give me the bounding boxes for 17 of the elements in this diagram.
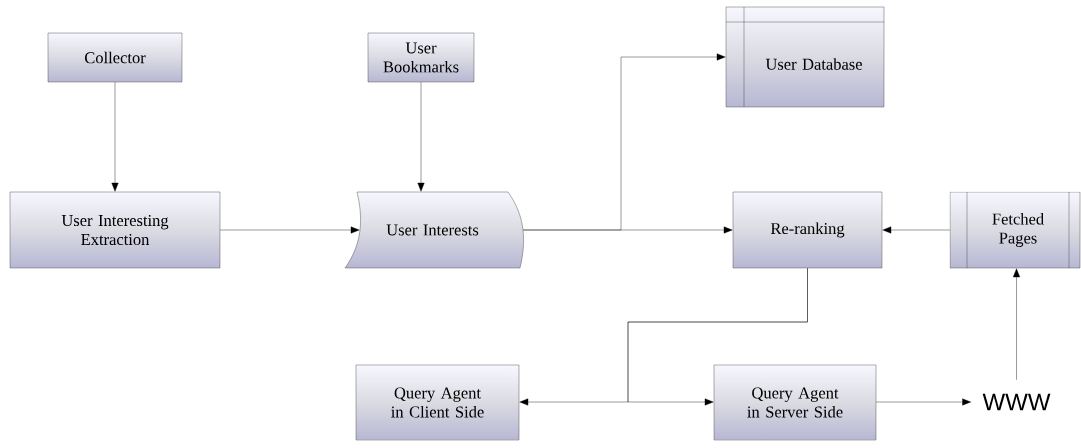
arrow [417, 82, 425, 192]
process-box: Query Agent in Server Side [713, 364, 877, 441]
www-label: WWW [982, 393, 1051, 411]
process-box: Query Agent in Client Side [355, 364, 520, 441]
arrow [627, 268, 808, 406]
arrow [111, 82, 119, 192]
arrow [523, 226, 733, 234]
process-box: Collector [47, 32, 183, 83]
process-box: User Bookmarks [367, 32, 475, 83]
arrow [1013, 268, 1020, 380]
arrow [220, 226, 360, 234]
arrow [876, 398, 971, 406]
arrow [882, 226, 950, 234]
process-box: Re-ranking [732, 191, 883, 269]
database-box: User Database [725, 6, 885, 108]
storage-box: Fetched Pages [949, 191, 1081, 269]
process-box: User Interesting Extraction [9, 191, 221, 269]
